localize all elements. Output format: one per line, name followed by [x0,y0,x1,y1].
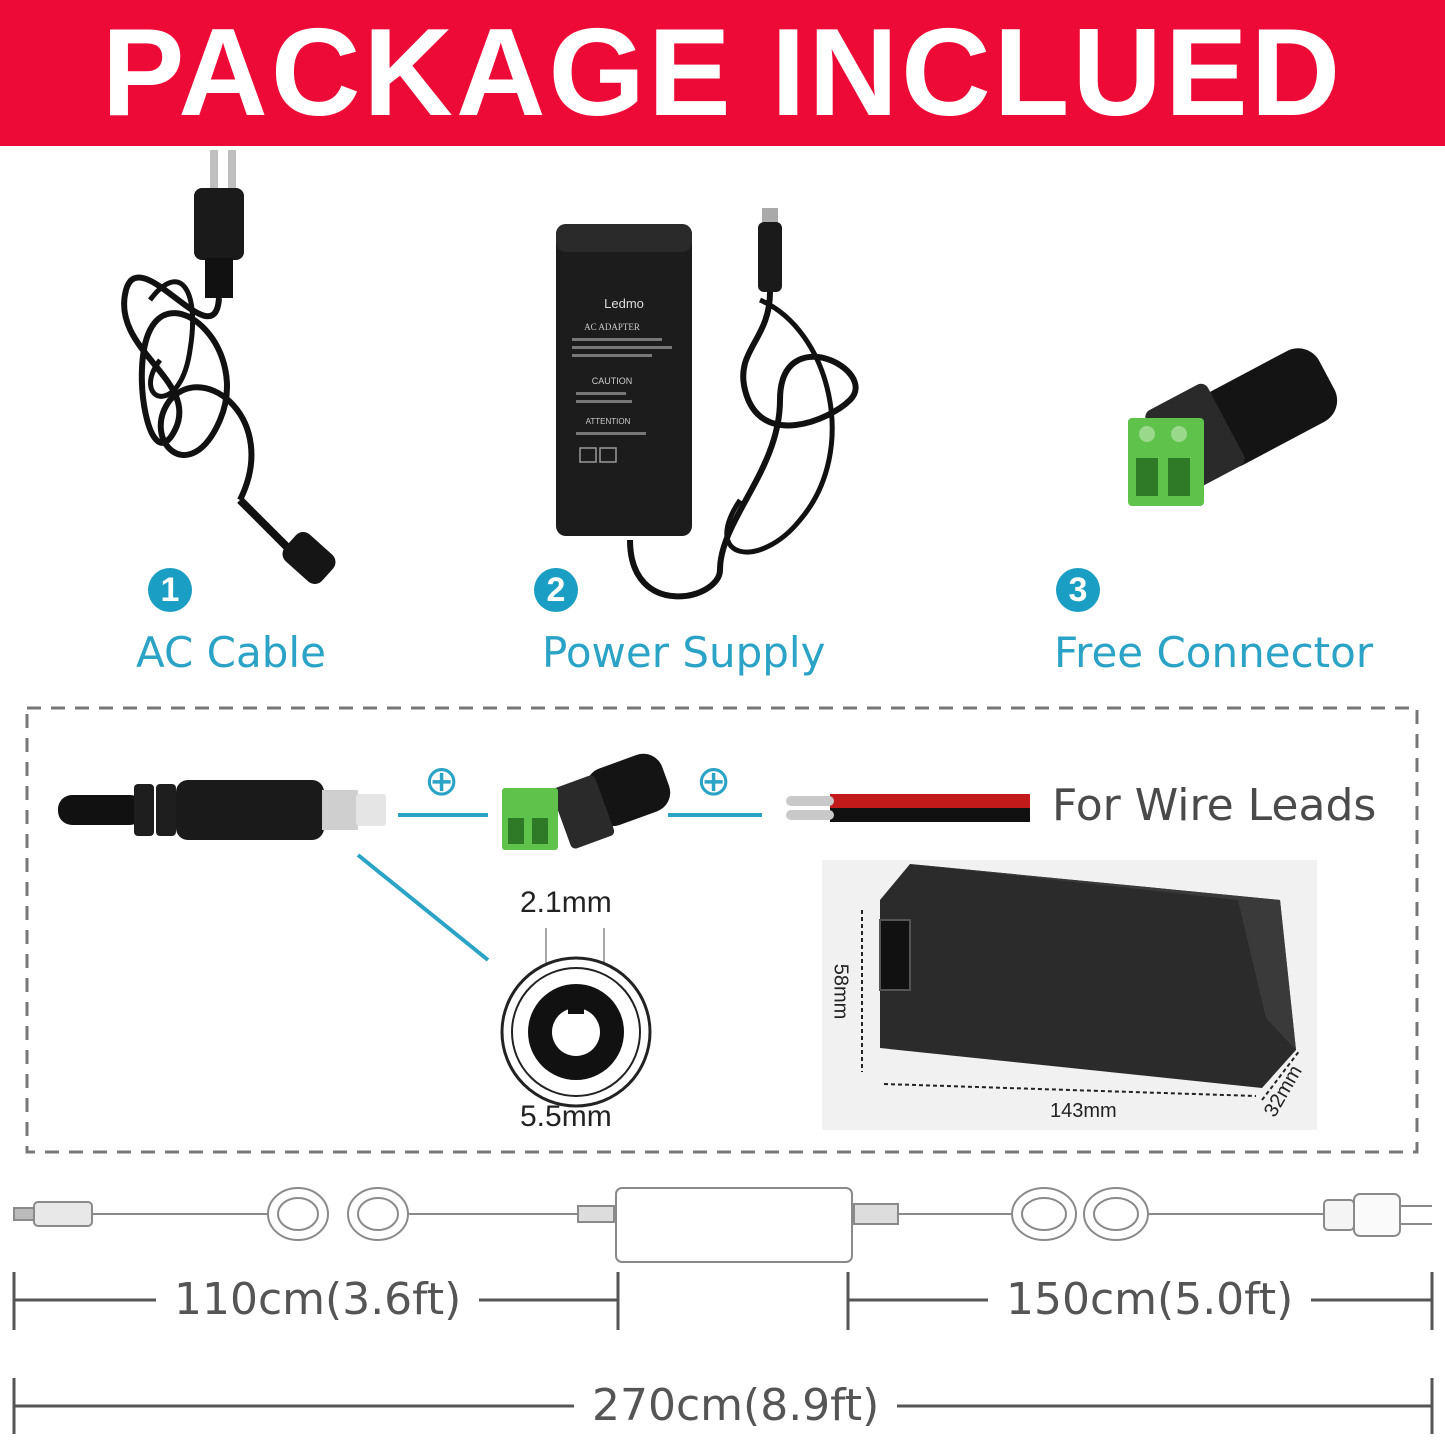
positive-polarity-icon: ⊕ [696,757,732,804]
dc-jack-diagram [500,928,652,1108]
adapter-attention: ATTENTION [586,417,631,426]
wire-leads-label: For Wire Leads [1052,780,1377,831]
item-number-badge: 3 [1056,568,1100,612]
cable-layout-diagram [13,1187,1432,1263]
page-title: PACKAGE INCLUED [101,4,1344,142]
positive-polarity-icon: ⊕ [424,757,460,804]
adapter-caution: CAUTION [592,376,633,386]
header-banner: PACKAGE INCLUED [0,0,1445,146]
adapter-title: AC ADAPTER [584,322,640,332]
ac-cable-icon [121,150,336,584]
ac-cable-length: 150cm(5.0ft) [988,1274,1312,1325]
adapter-brand: Ledmo [604,296,644,311]
detail-frame [25,706,1419,1154]
adapter-dimension-diagram [822,860,1317,1130]
item-label-free-connector: Free Connector [1054,628,1374,677]
item-number-badge: 2 [534,568,578,612]
inner-diameter-label: 2.1mm [520,886,612,919]
item-label-ac-cable: AC Cable [136,628,326,677]
outer-diameter-label: 5.5mm [520,1100,612,1133]
dc-cable-length: 110cm(3.6ft) [156,1274,480,1325]
wire-leads-icon [786,794,1030,822]
item-number-badge: 1 [148,568,192,612]
item-label-power-supply: Power Supply [542,628,826,677]
power-adapter-icon: Ledmo AC ADAPTER CAUTION ATTENTION [556,208,859,600]
adapter-height-label: 58mm [829,963,852,1020]
dc-plug-icon [58,780,386,840]
dc-connector-icon [1128,348,1338,506]
total-cable-length: 270cm(8.9ft) [574,1380,898,1431]
adapter-length-label: 143mm [1050,1100,1117,1122]
small-connector-icon [502,753,671,850]
